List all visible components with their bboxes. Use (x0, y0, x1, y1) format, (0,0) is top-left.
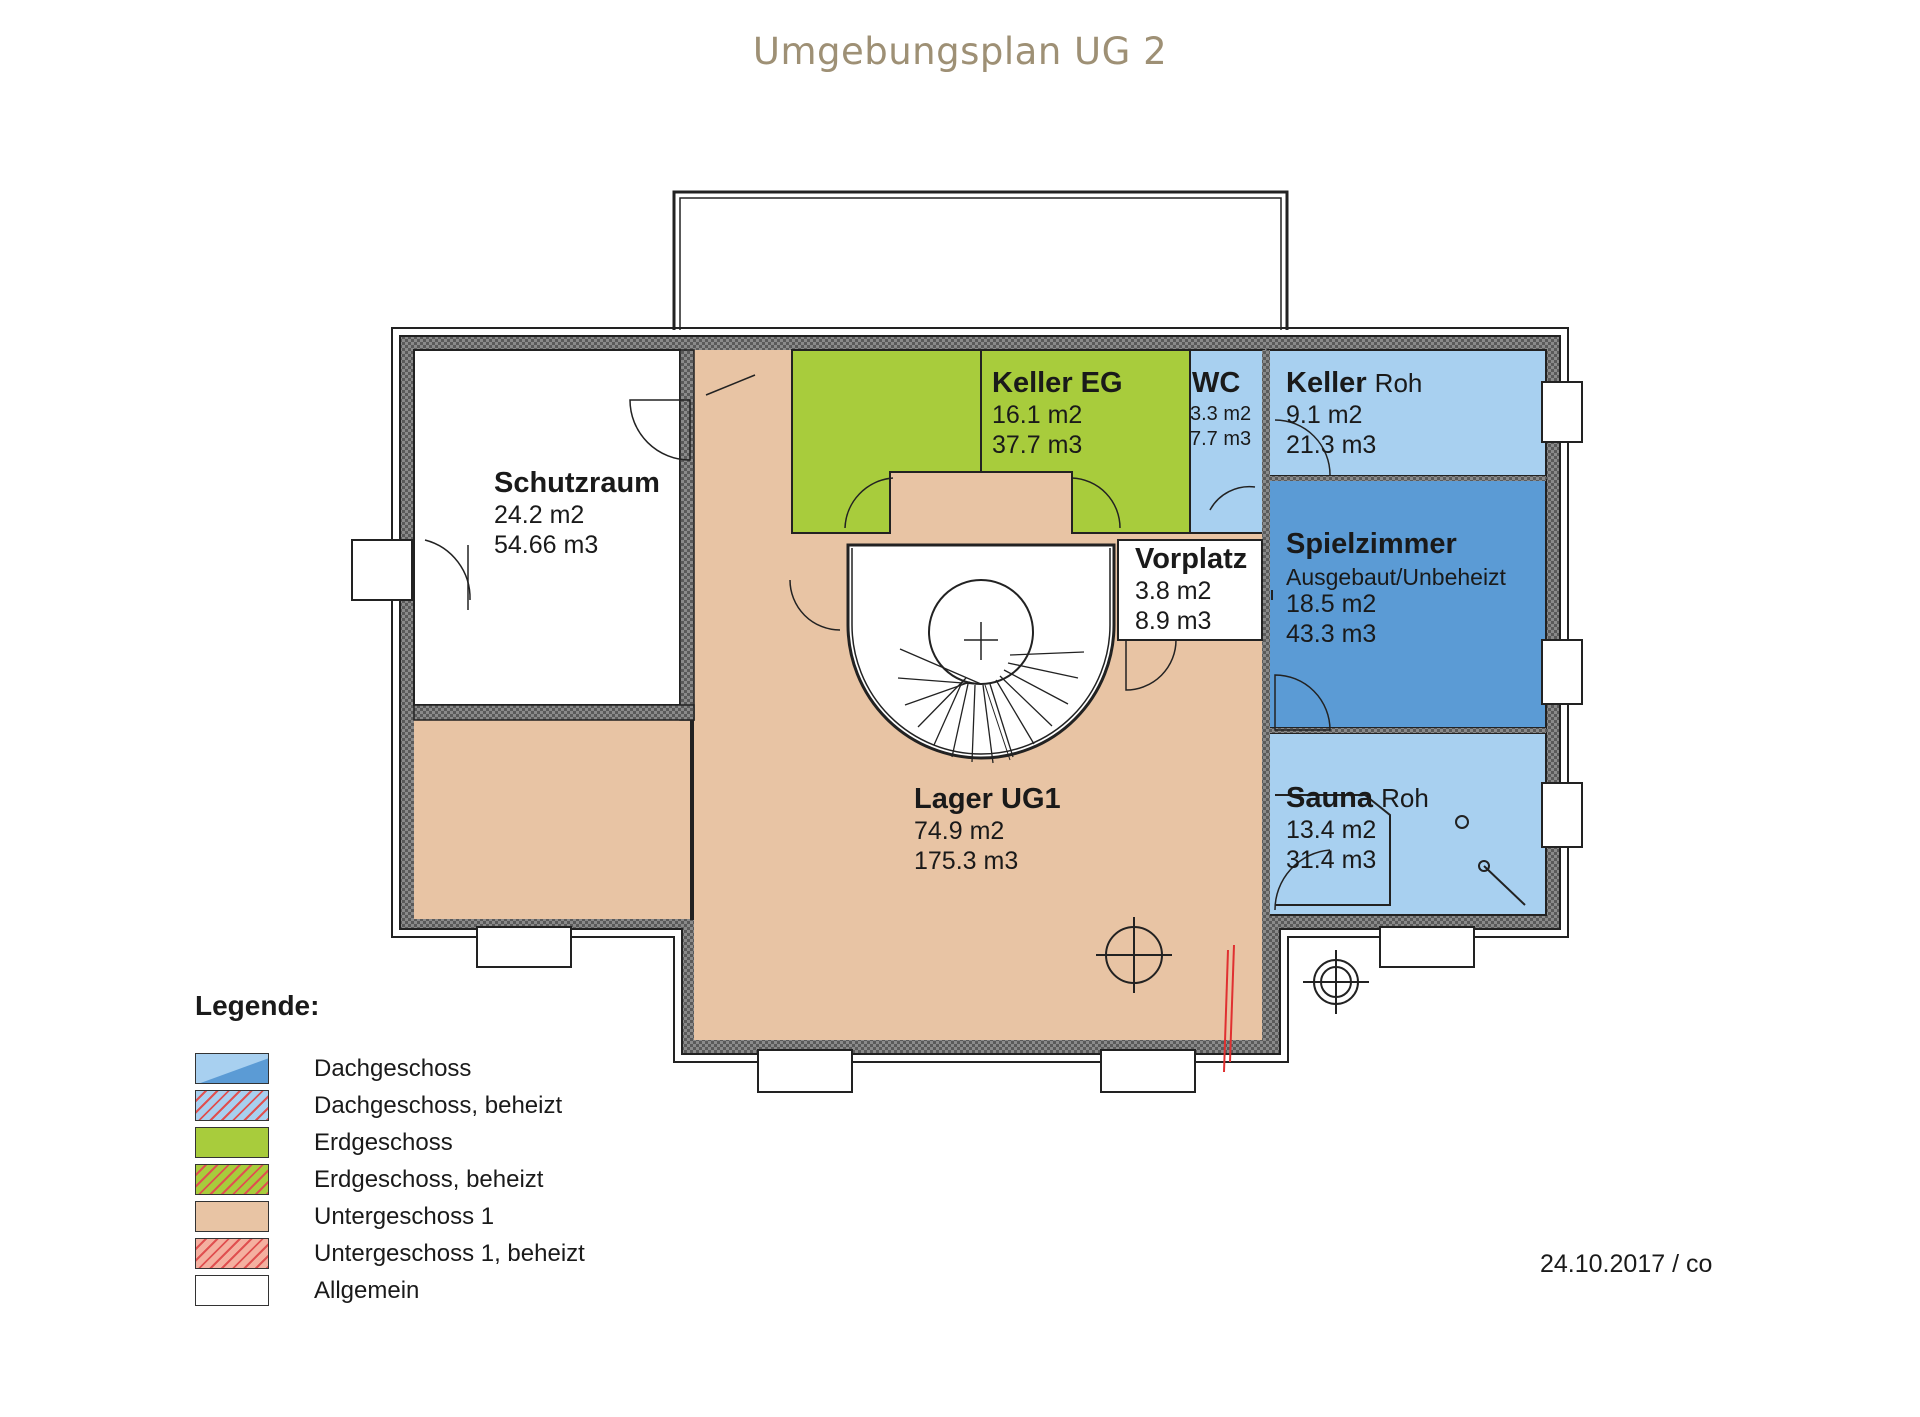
svg-text:21.3 m3: 21.3 m3 (1286, 431, 1376, 459)
svg-text:13.4 m2: 13.4 m2 (1286, 816, 1376, 844)
label-schutzraum: Schutzraum 24.2 m2 54.66 m3 (494, 467, 660, 559)
legend-item: Untergeschoss 1, beheizt (195, 1235, 585, 1272)
room-spielzimmer-fill (1267, 479, 1547, 729)
terrace-outline (672, 190, 1289, 330)
label-keller-roh: Keller Roh 9.1 m2 21.3 m3 (1286, 367, 1422, 459)
heated-marker (1223, 944, 1235, 1073)
staircase (846, 543, 1116, 764)
svg-text:16.1 m2: 16.1 m2 (992, 401, 1082, 429)
svg-text:43.3 m3: 43.3 m3 (1286, 620, 1376, 648)
doors (424, 374, 1331, 911)
legend-item: Dachgeschoss (195, 1050, 585, 1087)
swatch-dachgeschoss (195, 1053, 269, 1084)
legend: Legende: Dachgeschoss Dachgeschoss, behe… (195, 990, 585, 1309)
windows (351, 381, 1583, 1093)
svg-text:37.7 m3: 37.7 m3 (992, 431, 1082, 459)
room-lower-left-fill (414, 720, 690, 919)
swatch-erdgeschoss-beheizt (195, 1164, 269, 1195)
svg-text:3.8 m2: 3.8 m2 (1135, 577, 1211, 605)
svg-text:Schutzraum: Schutzraum (494, 467, 660, 499)
legend-item: Erdgeschoss, beheizt (195, 1161, 585, 1198)
swatch-dachgeschoss-beheizt (195, 1090, 269, 1121)
svg-text:74.9 m2: 74.9 m2 (914, 817, 1004, 845)
date-stamp: 24.10.2017 / co (1540, 1250, 1713, 1278)
svg-text:18.5 m2: 18.5 m2 (1286, 590, 1376, 618)
label-spielzimmer: Spielzimmer Ausgebaut/Unbeheizt 18.5 m2 … (1286, 528, 1507, 648)
svg-text:Spielzimmer: Spielzimmer (1286, 528, 1457, 560)
legend-title: Legende: (195, 990, 320, 1021)
svg-text:54.66 m3: 54.66 m3 (494, 531, 598, 559)
drain-markers (1096, 794, 1526, 1014)
svg-text:Vorplatz: Vorplatz (1135, 543, 1247, 575)
label-sauna: Sauna Roh 13.4 m2 31.4 m3 (1286, 782, 1429, 874)
page-title: Umgebungsplan UG 2 (752, 30, 1168, 73)
svg-text:24.2 m2: 24.2 m2 (494, 501, 584, 529)
svg-text:8.9 m3: 8.9 m3 (1135, 607, 1211, 635)
svg-text:Sauna Roh: Sauna Roh (1286, 782, 1429, 814)
swatch-untergeschoss-beheizt (195, 1238, 269, 1269)
label-lager: Lager UG1 74.9 m2 175.3 m3 (914, 783, 1061, 875)
svg-text:31.4 m3: 31.4 m3 (1286, 846, 1376, 874)
room-sauna-fill (1267, 732, 1547, 916)
swatch-allgemein (195, 1275, 269, 1306)
swatch-erdgeschoss (195, 1127, 269, 1158)
room-wc-fill (1189, 349, 1265, 534)
legend-item: Erdgeschoss (195, 1124, 585, 1161)
svg-text:Keller Roh: Keller Roh (1286, 367, 1422, 399)
legend-item: Untergeschoss 1 (195, 1198, 585, 1235)
svg-text:Keller EG: Keller EG (992, 367, 1123, 399)
label-wc: WC 3.3 m2 7.7 m3 (1190, 367, 1251, 450)
svg-text:Ausgebaut/Unbeheizt: Ausgebaut/Unbeheizt (1286, 564, 1507, 590)
svg-text:7.7 m3: 7.7 m3 (1190, 428, 1251, 450)
svg-text:WC: WC (1192, 367, 1240, 399)
label-vorplatz: Vorplatz 3.8 m2 8.9 m3 (1135, 543, 1247, 635)
swatch-untergeschoss (195, 1201, 269, 1232)
legend-item: Dachgeschoss, beheizt (195, 1087, 585, 1124)
room-vorplatz-fill (1117, 539, 1263, 641)
label-keller-eg: Keller EG 16.1 m2 37.7 m3 (992, 367, 1123, 459)
svg-text:9.1 m2: 9.1 m2 (1286, 401, 1362, 429)
room-keller-roh-fill (1267, 349, 1547, 477)
svg-text:Lager UG1: Lager UG1 (914, 783, 1061, 815)
svg-text:3.3 m2: 3.3 m2 (1190, 403, 1251, 425)
legend-item: Allgemein (195, 1272, 585, 1309)
svg-text:175.3 m3: 175.3 m3 (914, 847, 1018, 875)
